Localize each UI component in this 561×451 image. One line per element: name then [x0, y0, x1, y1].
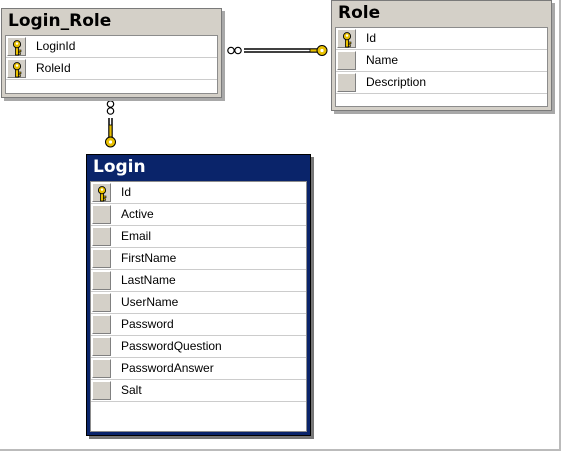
column-name: Id — [121, 185, 132, 199]
relationship-login-role-to-role[interactable] — [227, 45, 328, 56]
many-end-infinity-icon — [227, 46, 242, 55]
column-name: Name — [366, 53, 399, 67]
one-end-key-icon — [309, 45, 328, 56]
row-selector[interactable] — [7, 37, 26, 56]
column-row[interactable]: Id — [91, 182, 306, 204]
column-row[interactable]: LoginId — [6, 36, 217, 58]
column-name: RoleId — [36, 61, 71, 75]
row-selector[interactable] — [92, 183, 111, 202]
row-selector[interactable] — [7, 59, 26, 78]
primary-key-icon — [11, 40, 23, 56]
row-selector[interactable] — [92, 205, 111, 224]
column-row[interactable]: PasswordQuestion — [91, 336, 306, 358]
column-row[interactable]: PasswordAnswer — [91, 358, 306, 380]
column-row[interactable]: Active — [91, 204, 306, 226]
column-name: LastName — [121, 273, 176, 287]
column-row[interactable]: Email — [91, 226, 306, 248]
relationship-login-role-to-login[interactable] — [105, 100, 116, 148]
row-selector[interactable] — [92, 249, 111, 268]
column-name: Active — [121, 207, 154, 221]
column-row[interactable]: Salt — [91, 380, 306, 402]
table-title[interactable]: Login — [93, 157, 146, 177]
many-end-infinity-icon — [106, 100, 115, 115]
column-name: UserName — [121, 295, 179, 309]
canvas-border — [0, 449, 561, 451]
column-name: LoginId — [36, 39, 76, 53]
row-selector[interactable] — [337, 73, 356, 92]
row-selector[interactable] — [92, 227, 111, 246]
column-name: Password — [121, 317, 174, 331]
column-name: Salt — [121, 383, 142, 397]
row-selector[interactable] — [92, 293, 111, 312]
row-selector[interactable] — [92, 359, 111, 378]
column-row[interactable]: Password — [91, 314, 306, 336]
column-row[interactable]: Name — [336, 50, 547, 72]
row-selector[interactable] — [337, 29, 356, 48]
column-name: FirstName — [121, 251, 177, 265]
table-title[interactable]: Role — [338, 3, 381, 23]
column-row[interactable]: RoleId — [6, 58, 217, 80]
column-name: Description — [366, 75, 427, 89]
column-row[interactable]: Description — [336, 72, 547, 94]
row-selector[interactable] — [337, 51, 356, 70]
column-name: PasswordQuestion — [121, 339, 222, 353]
row-selector[interactable] — [92, 271, 111, 290]
column-name: PasswordAnswer — [121, 361, 214, 375]
column-row[interactable]: FirstName — [91, 248, 306, 270]
row-selector[interactable] — [92, 381, 111, 400]
column-name: Id — [366, 31, 377, 45]
column-row[interactable]: UserName — [91, 292, 306, 314]
row-selector[interactable] — [92, 315, 111, 334]
primary-key-icon — [96, 186, 108, 202]
canvas-border — [559, 0, 561, 451]
column-name: Email — [121, 229, 152, 243]
primary-key-icon — [341, 32, 353, 48]
one-end-key-icon — [105, 124, 116, 148]
row-selector[interactable] — [92, 337, 111, 356]
primary-key-icon — [11, 62, 23, 78]
column-row[interactable]: LastName — [91, 270, 306, 292]
column-row[interactable]: Id — [336, 28, 547, 50]
table-title[interactable]: Login_Role — [8, 11, 112, 31]
